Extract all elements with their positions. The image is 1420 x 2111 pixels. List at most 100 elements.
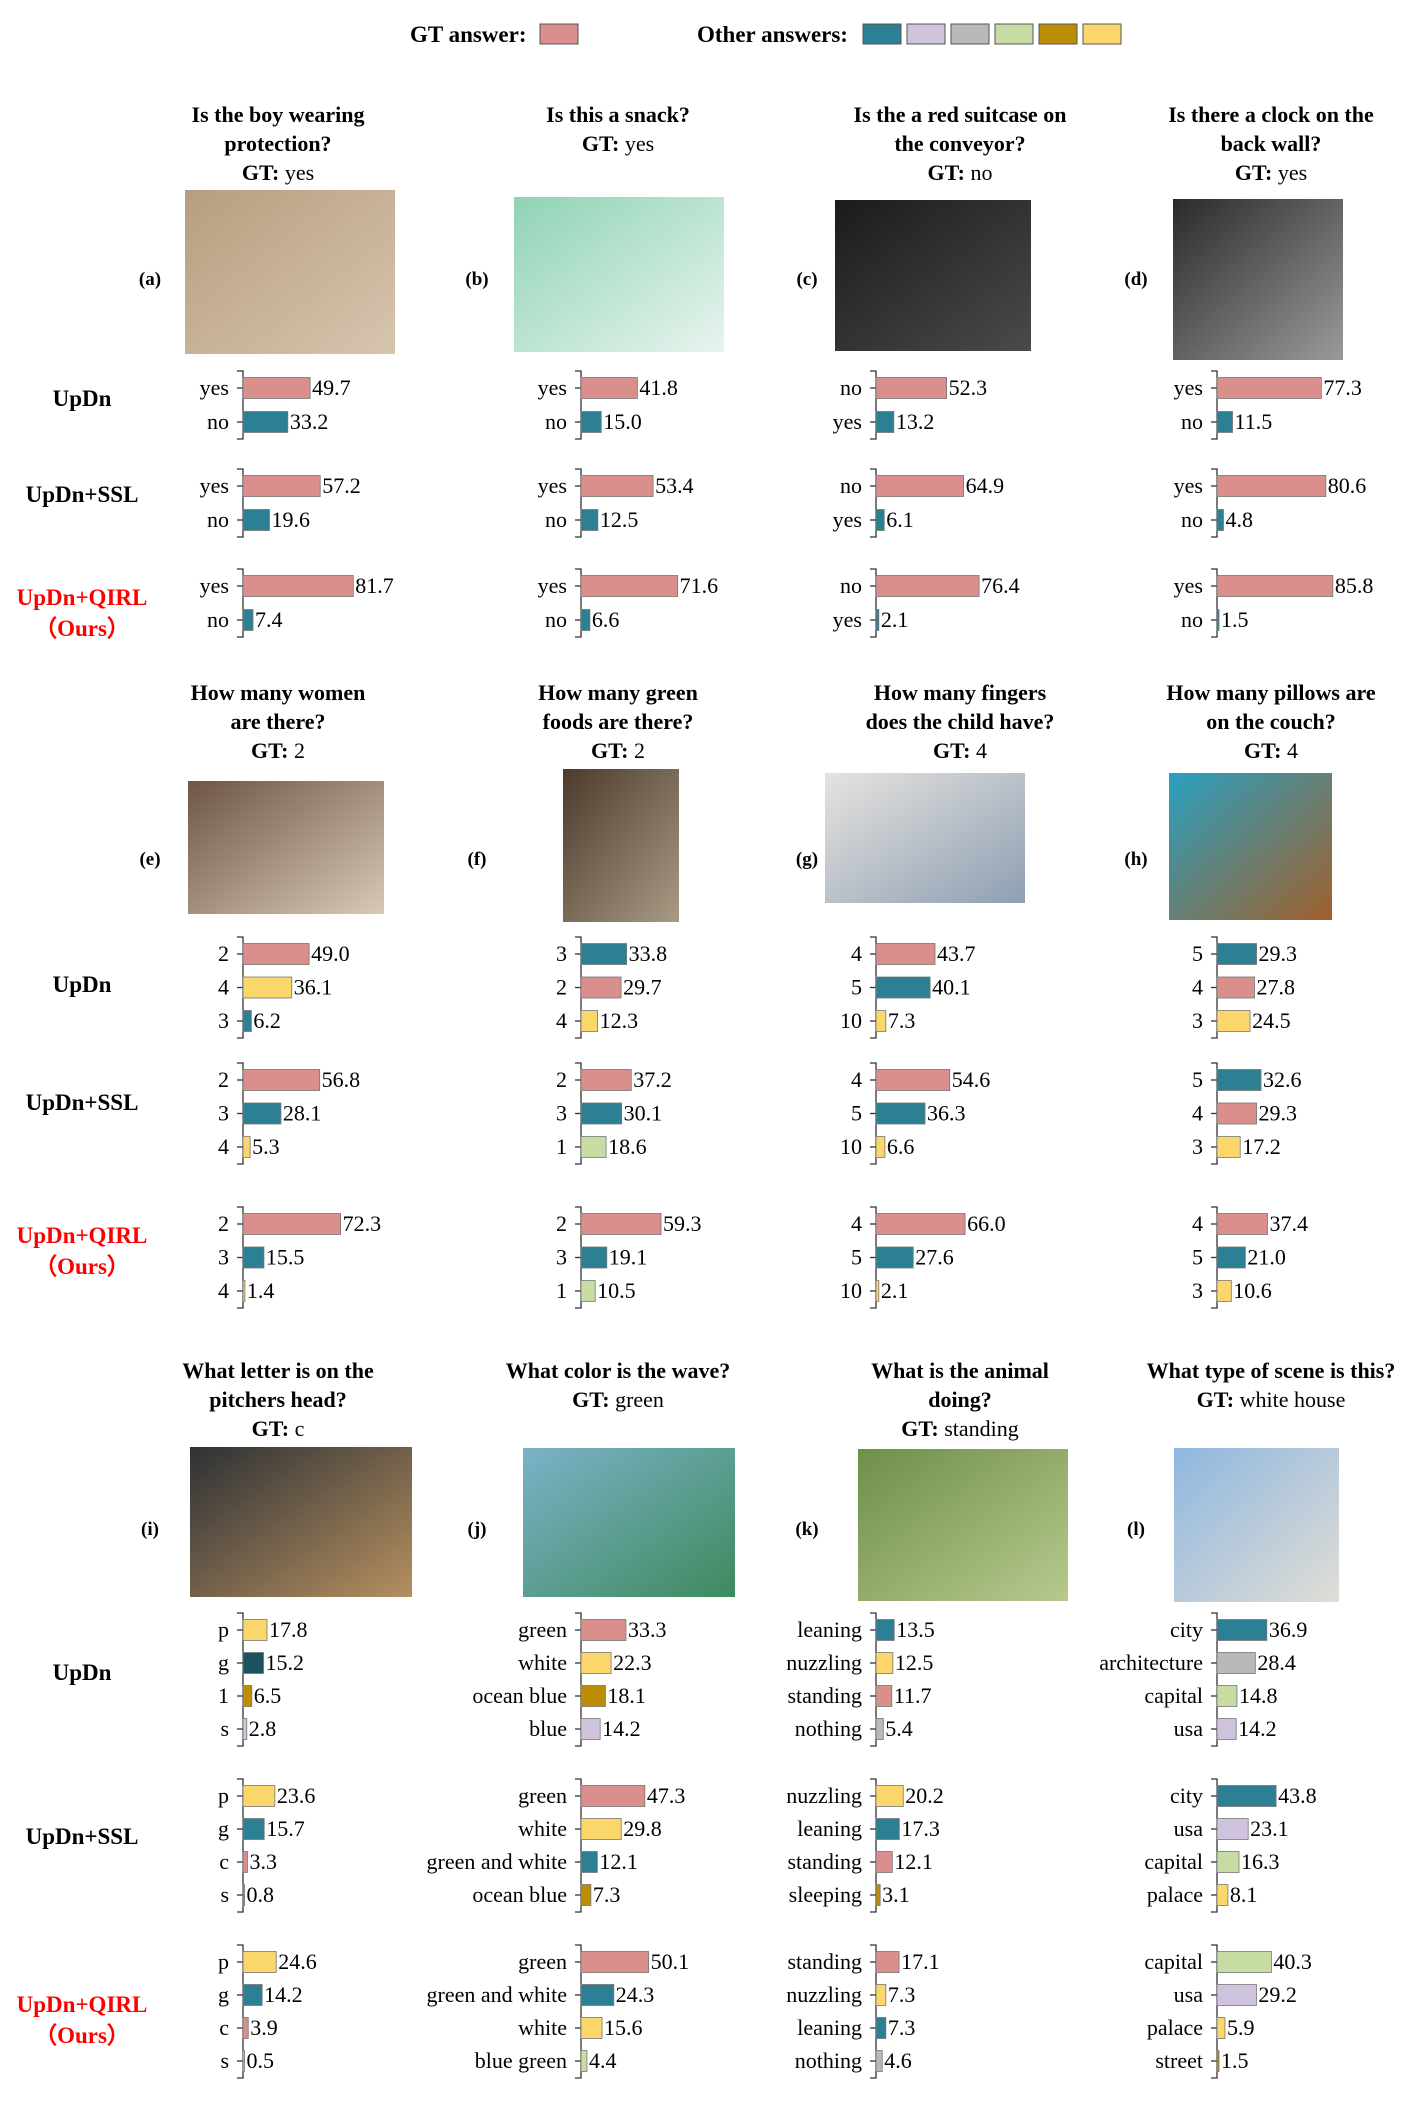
tick-label: white	[518, 1650, 567, 1675]
data-label: 40.1	[932, 975, 971, 1000]
shop-interior-photo	[1173, 199, 1343, 360]
tick-label: s	[220, 1716, 229, 1741]
gt-answer: yes	[285, 160, 314, 185]
bar	[242, 1246, 265, 1269]
question-text: does the child have?	[866, 709, 1055, 734]
axis-bracket	[575, 1612, 582, 1747]
tick-label: sleeping	[789, 1882, 862, 1907]
panel-label: (h)	[1124, 849, 1147, 870]
tick-label: g	[218, 1650, 229, 1675]
gt-label: GT:	[252, 1416, 295, 1441]
bar	[875, 1619, 895, 1641]
bar	[580, 475, 654, 497]
tick-label: no	[840, 375, 862, 400]
tick-label: leaning	[797, 2015, 862, 2040]
tick-label: 2	[218, 1211, 229, 1236]
panel-label: (c)	[796, 269, 817, 290]
data-label: 54.6	[952, 1067, 991, 1092]
tick-label: ocean blue	[472, 1882, 567, 1907]
bar	[242, 1102, 282, 1125]
bar	[580, 1619, 627, 1641]
data-label: 14.2	[602, 1716, 641, 1741]
tick-label: yes	[1174, 573, 1203, 598]
tick-label: green	[518, 1617, 567, 1642]
axis-bracket	[870, 1944, 877, 2079]
bar	[1216, 1685, 1238, 1707]
data-label: 72.3	[343, 1211, 382, 1236]
method-label-qirl: UpDn+QIRL	[17, 1223, 148, 1248]
tick-label: 2	[218, 1067, 229, 1092]
data-label: 29.3	[1259, 941, 1298, 966]
bar	[1216, 976, 1255, 999]
question-text: Is the boy wearing	[192, 102, 365, 127]
tick-label: ocean blue	[472, 1683, 567, 1708]
data-label: 40.3	[1273, 1949, 1312, 1974]
tick-label: p	[218, 1617, 229, 1642]
question-text: What color is the wave?	[506, 1358, 730, 1383]
bar	[580, 1951, 650, 1973]
bar	[875, 1851, 893, 1873]
bar	[875, 1951, 900, 1973]
bar	[1216, 1652, 1256, 1674]
tick-label: yes	[1174, 473, 1203, 498]
gt-answer: 4	[976, 738, 987, 763]
bar	[242, 2017, 249, 2039]
child-hand-crib-photo	[825, 773, 1025, 903]
method-label-updn: UpDn	[53, 972, 112, 997]
bar	[1216, 509, 1224, 531]
tick-label: 1	[556, 1278, 567, 1303]
data-label: 77.3	[1323, 375, 1362, 400]
question-text: foods are there?	[543, 709, 694, 734]
tick-label: green and white	[427, 1849, 568, 1874]
tick-label: 4	[1192, 975, 1203, 1000]
question-text: What type of scene is this?	[1147, 1358, 1396, 1383]
tick-label: 1	[218, 1683, 229, 1708]
bar	[875, 411, 895, 433]
axis-bracket	[575, 568, 582, 638]
gt-line: GT: 2	[591, 738, 645, 763]
food-plates-photo	[563, 769, 679, 922]
tick-label: nuzzling	[786, 1982, 862, 2007]
data-label: 17.3	[901, 1816, 940, 1841]
tick-label: no	[1181, 607, 1203, 632]
data-label: 4.6	[884, 2048, 912, 2073]
data-label: 12.5	[600, 507, 639, 532]
tick-label: no	[545, 607, 567, 632]
axis-bracket	[237, 1944, 244, 2079]
bar	[242, 1069, 321, 1091]
panel-label: (g)	[796, 849, 818, 870]
bar	[1216, 575, 1334, 597]
gt-answer: no	[970, 160, 992, 185]
data-label: 66.0	[967, 1211, 1006, 1236]
data-label: 53.4	[655, 473, 694, 498]
bar	[580, 1010, 599, 1032]
data-label: 47.3	[647, 1783, 686, 1808]
tick-label: no	[207, 409, 229, 434]
data-label: 36.1	[294, 975, 333, 1000]
data-label: 7.3	[888, 2015, 916, 2040]
data-label: 37.4	[1269, 1211, 1308, 1236]
data-label: 22.3	[613, 1650, 652, 1675]
bar	[875, 377, 948, 399]
data-label: 11.7	[894, 1683, 932, 1708]
bar	[242, 1136, 251, 1158]
tick-label: 3	[556, 941, 567, 966]
axis-bracket	[1211, 1944, 1218, 2079]
data-label: 5.4	[885, 1716, 913, 1741]
data-label: 2.8	[249, 1716, 277, 1741]
tick-label: 4	[1192, 1211, 1203, 1236]
data-label: 17.1	[901, 1949, 940, 1974]
bar	[580, 2050, 588, 2072]
tick-label: no	[207, 507, 229, 532]
bar	[875, 609, 880, 631]
bar	[875, 2017, 887, 2039]
data-label: 12.5	[895, 1650, 934, 1675]
